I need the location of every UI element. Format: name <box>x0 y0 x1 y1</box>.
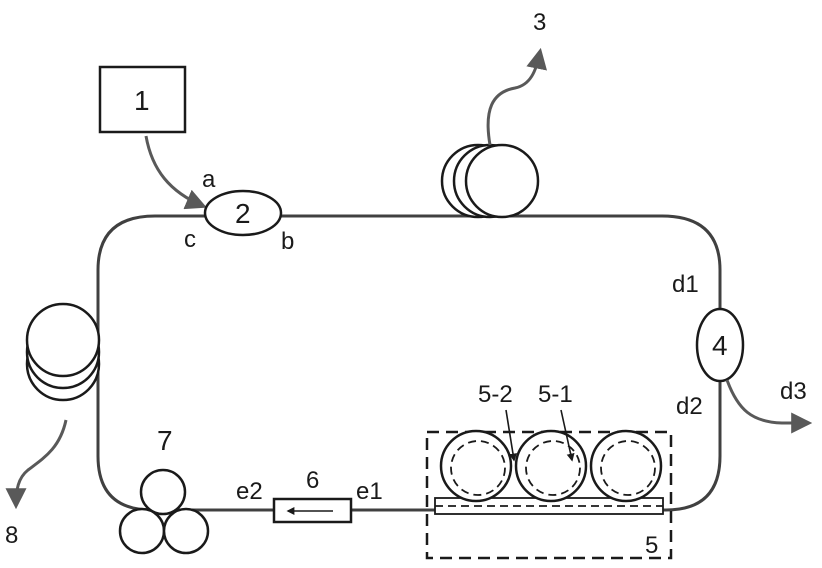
port-e2-label: e2 <box>236 478 263 505</box>
fiber-coil-8 <box>27 304 99 400</box>
component-4-label: 4 <box>712 330 728 361</box>
sub-5-2-label: 5-2 <box>478 381 513 408</box>
roller-2 <box>516 431 586 501</box>
output-8-arrow <box>16 420 66 505</box>
output-3-label: 3 <box>533 9 546 36</box>
port-b-label: b <box>281 228 294 255</box>
coupler-2-label: 2 <box>235 198 251 229</box>
fiber-coil-3 <box>442 145 538 217</box>
controller-7-label: 7 <box>157 425 173 456</box>
sub-5-1-label: 5-1 <box>538 381 573 408</box>
box-5-label: 5 <box>645 532 658 559</box>
port-d2-label: d2 <box>676 393 703 420</box>
controller-7 <box>120 470 208 553</box>
roller-1 <box>441 431 511 501</box>
source-label: 1 <box>134 85 150 116</box>
isolator-6-label: 6 <box>306 467 319 494</box>
port-c-label: c <box>184 226 196 253</box>
output-8-label: 8 <box>5 522 18 549</box>
output-3-arrow <box>488 52 540 145</box>
source-arrow <box>146 136 203 206</box>
port-d1-label: d1 <box>672 271 699 298</box>
roller-3 <box>591 431 661 501</box>
port-e1-label: e1 <box>356 478 383 505</box>
port-a-label: a <box>202 166 216 193</box>
port-d3-label: d3 <box>780 378 807 405</box>
